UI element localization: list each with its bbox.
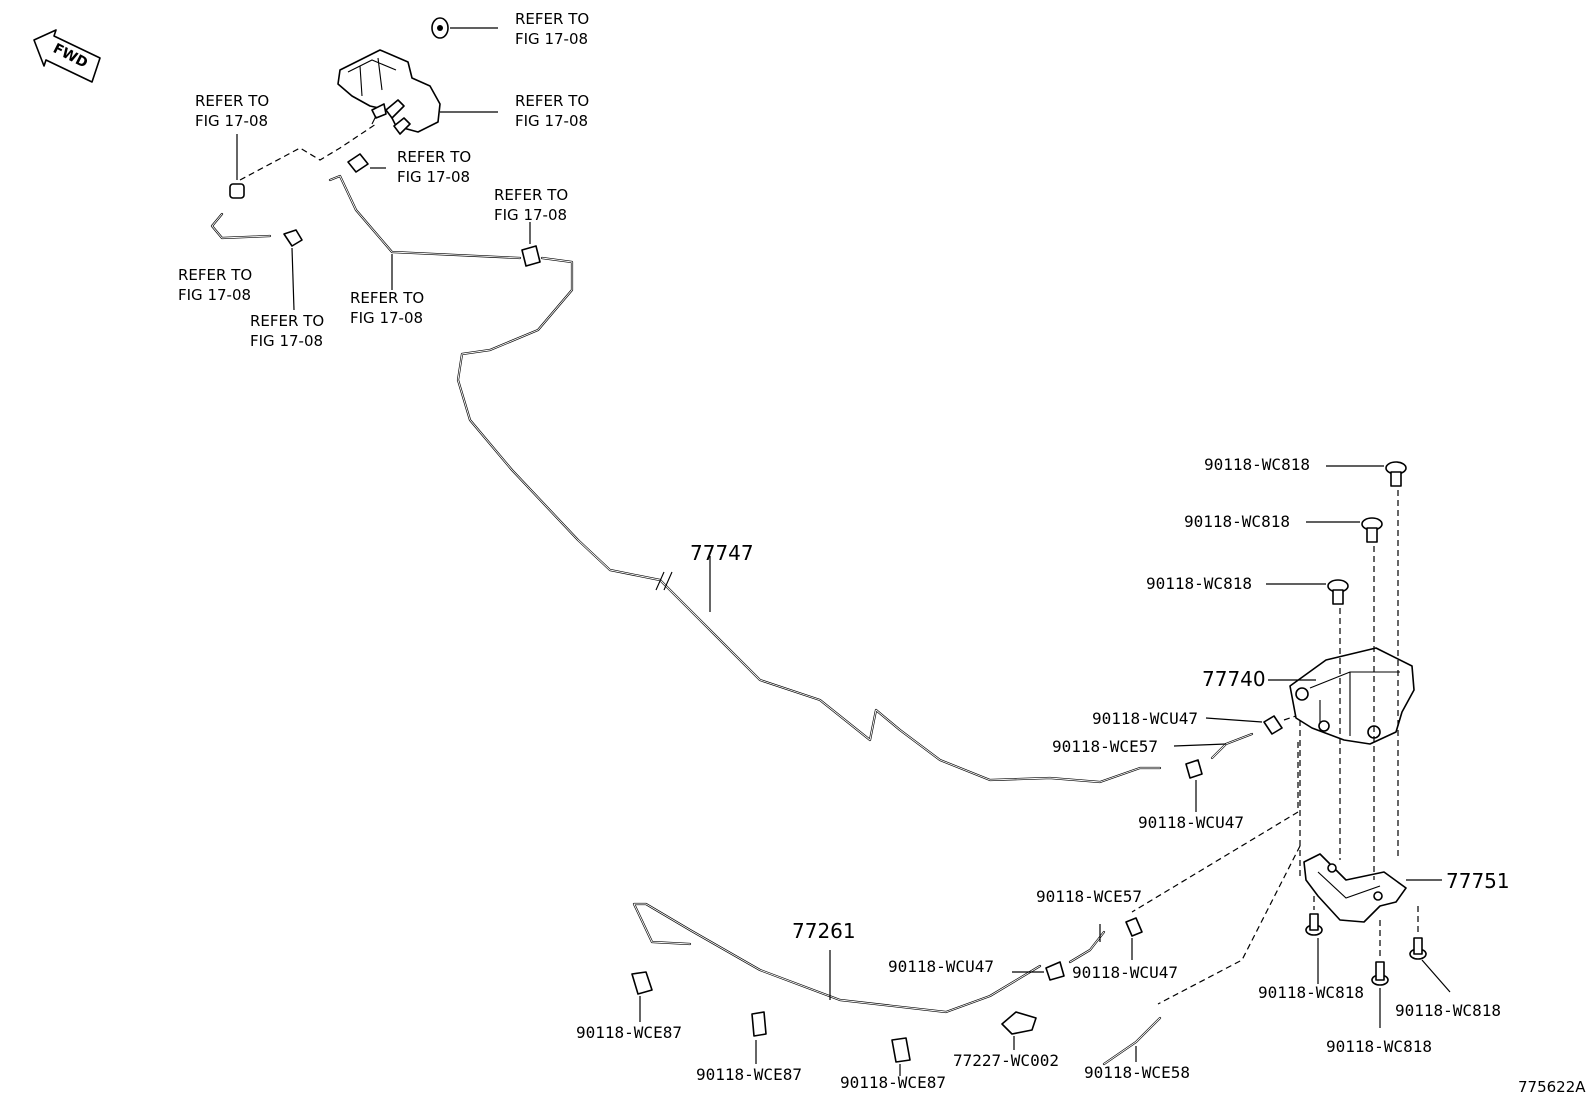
- svg-text:FIG 17-08: FIG 17-08: [250, 332, 323, 350]
- svg-text:FIG 17-08: FIG 17-08: [195, 112, 268, 130]
- svg-text:REFER TO: REFER TO: [397, 148, 471, 166]
- hose-clip-icon: [1263, 715, 1283, 735]
- svg-text:REFER TO: REFER TO: [494, 186, 568, 204]
- hose-wce57-lower: [1068, 930, 1106, 964]
- clip-wce87-icon: [751, 1011, 767, 1037]
- fastener-label: 90118-WCE87: [576, 1023, 682, 1042]
- refer-label: REFER TO FIG 17-08: [250, 312, 324, 350]
- hose-upper-middle: [328, 174, 541, 267]
- bolt-icon: [1409, 937, 1427, 960]
- svg-text:FIG 17-08: FIG 17-08: [178, 286, 251, 304]
- fastener-label: 90118-WCU47: [1138, 813, 1244, 832]
- fastener-label: 90118-WCE57: [1036, 887, 1142, 906]
- refer-label: REFER TO FIG 17-08: [515, 10, 589, 48]
- svg-text:REFER TO: REFER TO: [250, 312, 324, 330]
- canister-77740: [1289, 647, 1415, 745]
- part-number-77747: 77747: [690, 541, 754, 565]
- fastener-label: 90118-WC818: [1395, 1001, 1501, 1020]
- clip-wce87-icon: [631, 971, 653, 995]
- fastener-label: 90118-WCE58: [1084, 1063, 1190, 1082]
- svg-text:FIG 17-08: FIG 17-08: [494, 206, 567, 224]
- fastener-label: 90118-WCE87: [840, 1073, 946, 1092]
- fastener-label: 90118-WC818: [1326, 1037, 1432, 1056]
- fastener-label: 90118-WC818: [1258, 983, 1364, 1002]
- fastener-label: 90118-WCU47: [888, 957, 994, 976]
- refer-label: REFER TO FIG 17-08: [494, 186, 568, 224]
- refer-label: REFER TO FIG 17-08: [178, 266, 252, 304]
- figure-id: 775622A: [1518, 1078, 1586, 1096]
- hose-clip-icon: [1125, 917, 1143, 937]
- fastener-label: 90118-WC818: [1146, 574, 1252, 593]
- pipe-77261: [632, 902, 1042, 1014]
- fastener-label: 90118-WCE57: [1052, 737, 1158, 756]
- hose-wce57-upper: [1210, 732, 1254, 760]
- hose-wce58: [1102, 1016, 1162, 1066]
- fastener-label: 90118-WC818: [1204, 455, 1310, 474]
- fastener-label: 90118-WC818: [1184, 512, 1290, 531]
- svg-text:FIG 17-08: FIG 17-08: [397, 168, 470, 186]
- refer-label: REFER TO FIG 17-08: [350, 289, 424, 327]
- fwd-arrow-icon: FWD: [33, 29, 101, 83]
- svg-text:REFER TO: REFER TO: [178, 266, 252, 284]
- clip-wce87-icon: [891, 1037, 911, 1063]
- fastener-label: 90118-WCE87: [696, 1065, 802, 1084]
- bolt-icon: [1361, 517, 1383, 543]
- svg-text:REFER TO: REFER TO: [515, 10, 589, 28]
- fastener-label: 90118-WCU47: [1072, 963, 1178, 982]
- svg-text:FIG 17-08: FIG 17-08: [515, 112, 588, 130]
- svg-text:REFER TO: REFER TO: [515, 92, 589, 110]
- small-hose-left: [210, 183, 303, 247]
- bolt-icon: [1327, 579, 1349, 605]
- nut-icon: [431, 17, 449, 39]
- fastener-label: 90118-WCU47: [1092, 709, 1198, 728]
- refer-label: REFER TO FIG 17-08: [515, 92, 589, 130]
- svg-text:FIG 17-08: FIG 17-08: [515, 30, 588, 48]
- bolt-icon: [1305, 913, 1323, 936]
- hose-clip-icon: [347, 153, 369, 173]
- vsv-valve-assembly: [337, 49, 441, 135]
- refer-label: REFER TO FIG 17-08: [397, 148, 471, 186]
- svg-text:REFER TO: REFER TO: [195, 92, 269, 110]
- hose-clip-icon: [1185, 759, 1203, 779]
- part-number-77261: 77261: [792, 919, 856, 943]
- part-number-77740: 77740: [1202, 667, 1266, 691]
- svg-text:REFER TO: REFER TO: [350, 289, 424, 307]
- svg-text:FIG 17-08: FIG 17-08: [350, 309, 423, 327]
- hose-clip-icon: [1045, 961, 1065, 981]
- bolt-icon: [1371, 961, 1389, 986]
- pipe-77747: [456, 256, 1162, 784]
- part-number-77751: 77751: [1446, 869, 1510, 893]
- bolt-icon: [1385, 461, 1407, 487]
- clamp-77227-icon: [1001, 1011, 1037, 1035]
- bracket-77751: [1303, 853, 1407, 923]
- refer-label: REFER TO FIG 17-08: [195, 92, 269, 130]
- part-number-77227: 77227-WC002: [953, 1051, 1059, 1070]
